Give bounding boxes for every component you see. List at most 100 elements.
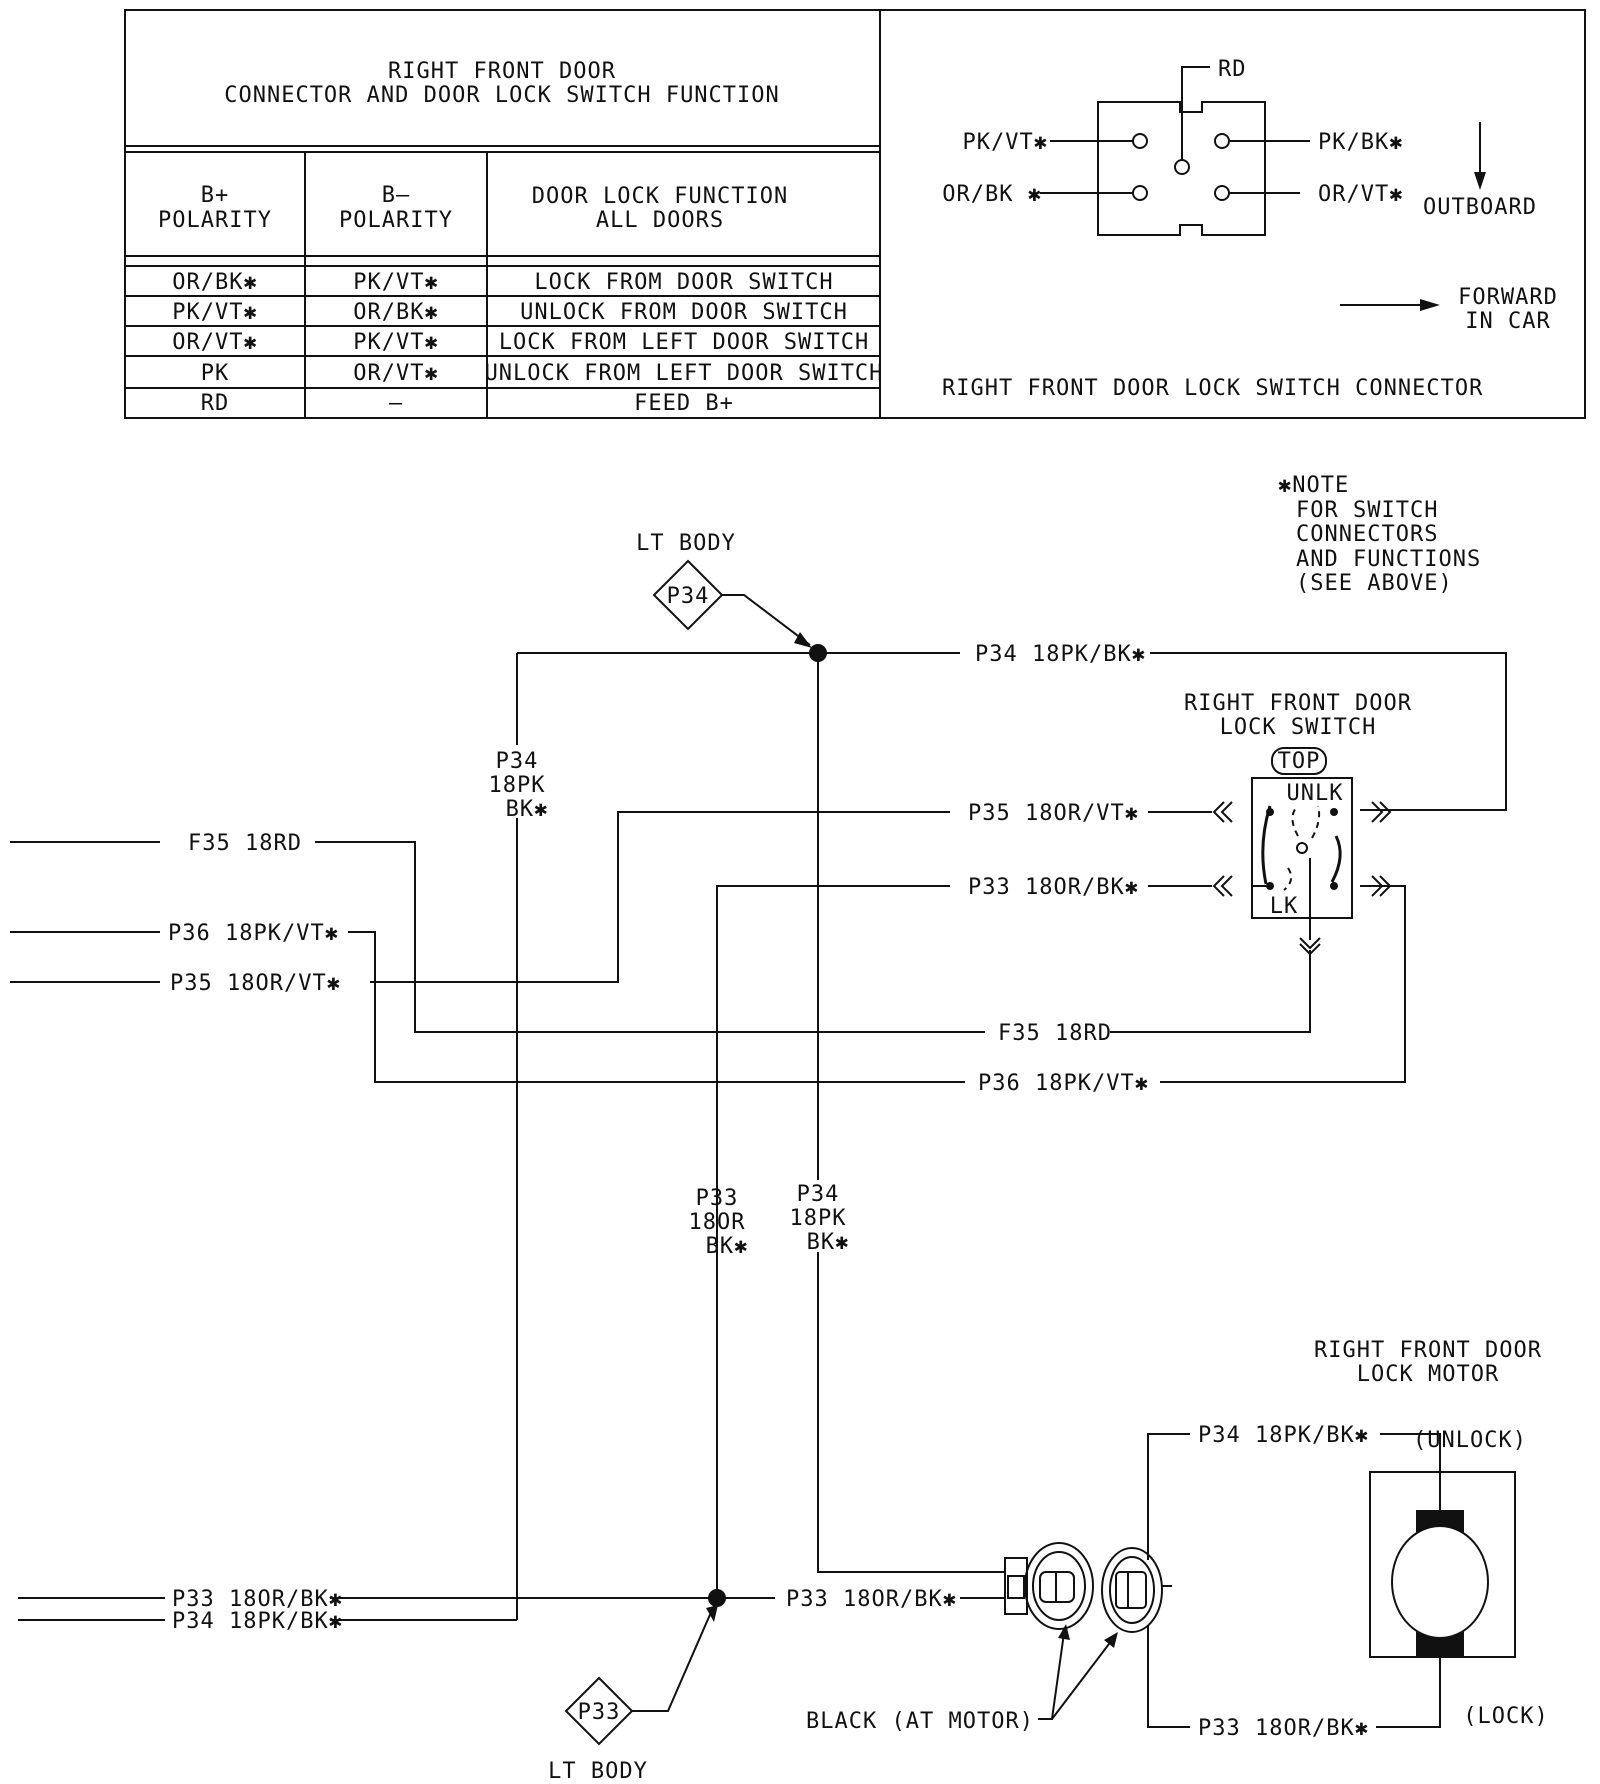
switch-top-tag bbox=[1271, 747, 1327, 775]
connector-caption: RIGHT FRONT DOOR LOCK SWITCH CONNECTOR bbox=[942, 376, 1483, 401]
pin-pkbk bbox=[1214, 133, 1230, 149]
forward-label-line2: IN CAR bbox=[1465, 309, 1550, 334]
note-line1: ✱NOTE bbox=[1278, 473, 1349, 498]
table-cell: PK/VT✱ bbox=[353, 270, 438, 295]
wire-label-p34-vert-1: P34 bbox=[496, 749, 539, 774]
header-bplus-polarity: POLARITY bbox=[158, 208, 272, 233]
splice-p33-id: P33 bbox=[578, 1700, 621, 1725]
wire-label-f35-right: F35 18RD bbox=[998, 1021, 1112, 1046]
switch-body bbox=[1251, 777, 1353, 919]
table-cell: — bbox=[389, 391, 403, 416]
wire-label-p35-left: P35 18OR/VT✱ bbox=[170, 971, 341, 996]
motor-title-line2: LOCK MOTOR bbox=[1357, 1362, 1499, 1387]
pin-pkvt bbox=[1132, 133, 1148, 149]
motor-unlock-label: (UNLOCK) bbox=[1413, 1428, 1527, 1453]
note: ✱NOTE FOR SWITCH CONNECTORS AND FUNCTION… bbox=[1278, 473, 1481, 596]
table-cell: LOCK FROM DOOR SWITCH bbox=[534, 270, 833, 295]
wire-label-p34b-vert-3: BK✱ bbox=[807, 1230, 850, 1255]
note-line2: FOR SWITCH bbox=[1296, 498, 1438, 523]
motor-housing bbox=[1369, 1471, 1516, 1658]
pin-label-rd: RD bbox=[1218, 57, 1247, 82]
pin-label-orbk: OR/BK ✱ bbox=[942, 182, 1042, 207]
pin-label-pkvt: PK/VT✱ bbox=[963, 130, 1048, 155]
splice-p34-location: LT BODY bbox=[636, 531, 736, 556]
connector-body bbox=[1097, 101, 1266, 236]
motor-lock-label: (LOCK) bbox=[1463, 1704, 1548, 1729]
function-table: RIGHT FRONT DOOR CONNECTOR AND DOOR LOCK… bbox=[124, 9, 884, 419]
note-line5: (SEE ABOVE) bbox=[1296, 571, 1453, 596]
forward-label-line1: FORWARD bbox=[1458, 285, 1558, 310]
switch-contact-right bbox=[1330, 835, 1342, 883]
table-cell: PK/VT✱ bbox=[172, 300, 257, 325]
table-cell: UNLOCK FROM LEFT DOOR SWITCH bbox=[485, 361, 884, 386]
wire-label-p34-vert-2: 18PK bbox=[489, 773, 546, 798]
wire-label-p33-right: P33 18OR/BK✱ bbox=[968, 875, 1139, 900]
note-line4: AND FUNCTIONS bbox=[1296, 547, 1481, 572]
lock-motor: RIGHT FRONT DOOR LOCK MOTOR (UNLOCK) (LO… bbox=[1314, 1338, 1548, 1729]
note-line3: CONNECTORS bbox=[1296, 522, 1438, 547]
header-bminus-polarity: POLARITY bbox=[339, 208, 453, 233]
wire-label-p34-top: P34 18PK/BK✱ bbox=[975, 642, 1146, 667]
wire-label-p35-right: P35 18OR/VT✱ bbox=[968, 801, 1139, 826]
splice-p33-location: LT BODY bbox=[548, 1759, 648, 1784]
outboard-label: OUTBOARD bbox=[1423, 195, 1537, 220]
header-function-sub: ALL DOORS bbox=[596, 208, 724, 233]
connector-view: RD PK/VT✱ PK/BK✱ OR/BK ✱ OR/VT✱ OUTBOARD… bbox=[879, 9, 1586, 419]
table-cell: PK bbox=[201, 361, 230, 386]
wire-label-p36-right: P36 18PK/VT✱ bbox=[978, 1071, 1149, 1096]
table-cell: UNLOCK FROM DOOR SWITCH bbox=[520, 300, 848, 325]
wire-label-p33-motor: P33 18OR/BK✱ bbox=[1198, 1716, 1369, 1741]
switch-unlk-label: UNLK bbox=[1287, 781, 1344, 806]
wire-label-p36-left: P36 18PK/VT✱ bbox=[168, 921, 339, 946]
table-cell: OR/BK✱ bbox=[172, 270, 257, 295]
wire-label-p34b-vert-2: 18PK bbox=[790, 1206, 847, 1231]
connector-male bbox=[1024, 1542, 1094, 1630]
table-title-line2: CONNECTOR AND DOOR LOCK SWITCH FUNCTION bbox=[224, 83, 780, 108]
splice-p33-diamond bbox=[564, 1676, 634, 1746]
wire-label-p33-left: P33 18OR/BK✱ bbox=[172, 1587, 343, 1612]
header-bminus: B— bbox=[382, 183, 411, 208]
switch-title-line1: RIGHT FRONT DOOR bbox=[1184, 691, 1412, 716]
splice-dot bbox=[809, 644, 827, 662]
splice-p34: P34 LT BODY bbox=[636, 531, 827, 662]
splice-p34-diamond bbox=[652, 559, 724, 631]
table-cell: FEED B+ bbox=[634, 391, 734, 416]
motor-title-line1: RIGHT FRONT DOOR bbox=[1314, 1338, 1542, 1363]
pin-label-pkbk: PK/BK✱ bbox=[1318, 130, 1403, 155]
header-function: DOOR LOCK FUNCTION bbox=[532, 184, 788, 209]
wire-label-p34b-vert-1: P34 bbox=[797, 1182, 840, 1207]
header-bplus: B+ bbox=[201, 183, 230, 208]
table-cell: PK/VT✱ bbox=[353, 330, 438, 355]
connector-color-note: BLACK (AT MOTOR) bbox=[806, 1709, 1034, 1734]
switch-lk-label: LK bbox=[1270, 894, 1299, 919]
motor-armature bbox=[1391, 1525, 1489, 1639]
wire-label-p33-mid: P33 18OR/BK✱ bbox=[786, 1587, 957, 1612]
switch-title-line2: LOCK SWITCH bbox=[1220, 715, 1377, 740]
wire-label-p34-vert-3: BK✱ bbox=[506, 797, 549, 822]
wire-label-p33-vert-2: 18OR bbox=[689, 1210, 746, 1235]
pin-rd bbox=[1174, 159, 1190, 175]
splice-p33: P33 LT BODY bbox=[548, 1589, 726, 1784]
table-cell: OR/BK✱ bbox=[353, 300, 438, 325]
switch-contact-left bbox=[1261, 805, 1272, 885]
wires: P34 18PK/BK✱ P34 18PK BK✱ P34 18PK BK✱ P… bbox=[10, 642, 1507, 1741]
switch-top-label: TOP bbox=[1278, 749, 1321, 774]
table-cell: OR/VT✱ bbox=[172, 330, 257, 355]
table-cell: OR/VT✱ bbox=[353, 361, 438, 386]
wire-label-p33-vert-1: P33 bbox=[696, 1186, 739, 1211]
splice-p34-id: P34 bbox=[667, 584, 710, 609]
table-cell: RD bbox=[201, 391, 230, 416]
motor-connectors: BLACK (AT MOTOR) bbox=[806, 1542, 1172, 1734]
switch-pivot bbox=[1296, 842, 1308, 854]
wire-label-f35-left: F35 18RD bbox=[188, 831, 302, 856]
connector-male-housing bbox=[1004, 1557, 1028, 1615]
wire-label-p34-left: P34 18PK/BK✱ bbox=[172, 1609, 343, 1634]
wire-label-p34-motor: P34 18PK/BK✱ bbox=[1198, 1423, 1369, 1448]
pin-label-orvt: OR/VT✱ bbox=[1318, 182, 1403, 207]
pin-orbk bbox=[1132, 185, 1148, 201]
table-cell: LOCK FROM LEFT DOOR SWITCH bbox=[499, 330, 869, 355]
connector-border bbox=[879, 9, 1586, 419]
lock-switch: RIGHT FRONT DOOR LOCK SWITCH TOP UNLK LK bbox=[1184, 691, 1412, 956]
table-title-line1: RIGHT FRONT DOOR bbox=[388, 59, 616, 84]
